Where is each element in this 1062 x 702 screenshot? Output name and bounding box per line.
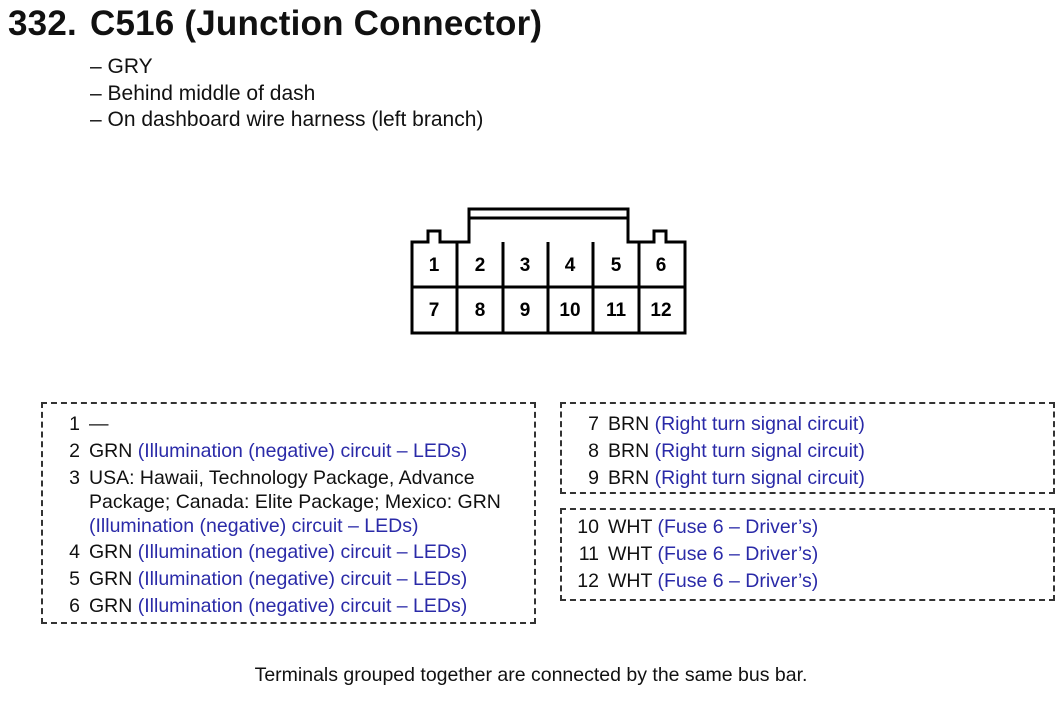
cavity-label: 9	[520, 300, 531, 321]
connector-outline	[410, 207, 687, 335]
connector-name: C516 (Junction Connector)	[90, 4, 543, 43]
connector-notes: – GRY – Behind middle of dash – On dashb…	[90, 54, 483, 134]
wire-color: WHT	[608, 516, 653, 538]
terminal-number: 11	[578, 543, 599, 565]
circuit-description: (Fuse 6 – Driver’s)	[657, 543, 819, 565]
terminal-number: 4	[69, 541, 80, 563]
wire-color: —	[89, 413, 109, 435]
cavity-label: 5	[611, 255, 622, 276]
cavity-label: 6	[656, 255, 667, 276]
wire-color: WHT	[608, 543, 653, 565]
circuit-description: (Illumination (negative) circuit – LEDs)	[89, 515, 419, 537]
wire-color-note: USA: Hawaii, Technology Package, Advance	[89, 467, 475, 489]
terminal-row: 10 WHT (Fuse 6 – Driver’s)	[562, 515, 818, 539]
terminal-number: 5	[69, 568, 80, 590]
note-location: – Behind middle of dash	[90, 81, 316, 105]
terminal-row: 2 GRN (Illumination (negative) circuit – …	[43, 439, 467, 463]
cavity-label: 3	[520, 255, 531, 276]
wire-color: GRN	[89, 440, 133, 462]
circuit-description: (Illumination (negative) circuit – LEDs)	[137, 568, 468, 590]
cavity-label: 7	[429, 300, 440, 321]
cavity-label: 1	[429, 255, 440, 276]
wire-color: GRN	[89, 595, 133, 617]
cavity-label: 2	[475, 255, 486, 276]
bus-bar-footnote: Terminals grouped together are connected…	[254, 664, 808, 686]
wire-color: GRN	[89, 568, 133, 590]
page-title: 332. C516 (Junction Connector)	[8, 4, 542, 44]
section-number: 332.	[8, 4, 77, 43]
cavity-label: 10	[559, 300, 580, 321]
note-harness: – On dashboard wire harness (left branch…	[90, 108, 484, 131]
circuit-description: (Right turn signal circuit)	[654, 467, 865, 489]
terminal-row: 8 BRN (Right turn signal circuit)	[562, 439, 865, 463]
wire-color: BRN	[608, 413, 650, 435]
terminal-number: 6	[69, 595, 80, 617]
wire-color: BRN	[608, 440, 650, 462]
terminal-number: 3	[69, 467, 80, 489]
terminal-number: 9	[588, 467, 599, 489]
circuit-description: (Right turn signal circuit)	[654, 440, 865, 462]
circuit-description: (Illumination (negative) circuit – LEDs)	[137, 541, 468, 563]
wire-color: GRN	[89, 541, 133, 563]
circuit-description: (Fuse 6 – Driver’s)	[657, 516, 819, 538]
terminal-row: 5 GRN (Illumination (negative) circuit – …	[43, 567, 467, 591]
terminal-row: 11 WHT (Fuse 6 – Driver’s)	[562, 542, 818, 566]
cavity-label: 11	[606, 300, 627, 321]
terminal-row: 7 BRN (Right turn signal circuit)	[562, 412, 865, 436]
cavity-label: 12	[650, 300, 671, 321]
wire-color-note: Package; Canada: Elite Package; Mexico: …	[89, 491, 501, 513]
terminal-row: 4 GRN (Illumination (negative) circuit – …	[43, 540, 467, 564]
terminal-number: 10	[577, 516, 599, 538]
terminal-row: 1—	[43, 412, 109, 436]
terminal-number: 1	[69, 413, 80, 435]
terminal-row: 9 BRN (Right turn signal circuit)	[562, 466, 865, 490]
cavity-label: 4	[565, 255, 576, 276]
wire-color: BRN	[608, 467, 650, 489]
terminal-row: 3 USA: Hawaii, Technology Package, Advanc…	[43, 466, 501, 538]
note-color: – GRY	[90, 55, 153, 78]
circuit-description: (Illumination (negative) circuit – LEDs)	[137, 440, 468, 462]
terminal-number: 7	[588, 413, 599, 435]
terminal-row: 6 GRN (Illumination (negative) circuit – …	[43, 594, 467, 618]
terminal-number: 8	[588, 440, 599, 462]
circuit-description: (Right turn signal circuit)	[654, 413, 865, 435]
circuit-description: (Fuse 6 – Driver’s)	[657, 570, 819, 592]
terminal-row: 12 WHT (Fuse 6 – Driver’s)	[562, 569, 818, 593]
circuit-description: (Illumination (negative) circuit – LEDs)	[137, 595, 468, 617]
cavity-label: 8	[475, 300, 486, 321]
terminal-number: 2	[69, 440, 80, 462]
wire-color: WHT	[608, 570, 653, 592]
terminal-number: 12	[577, 570, 599, 592]
